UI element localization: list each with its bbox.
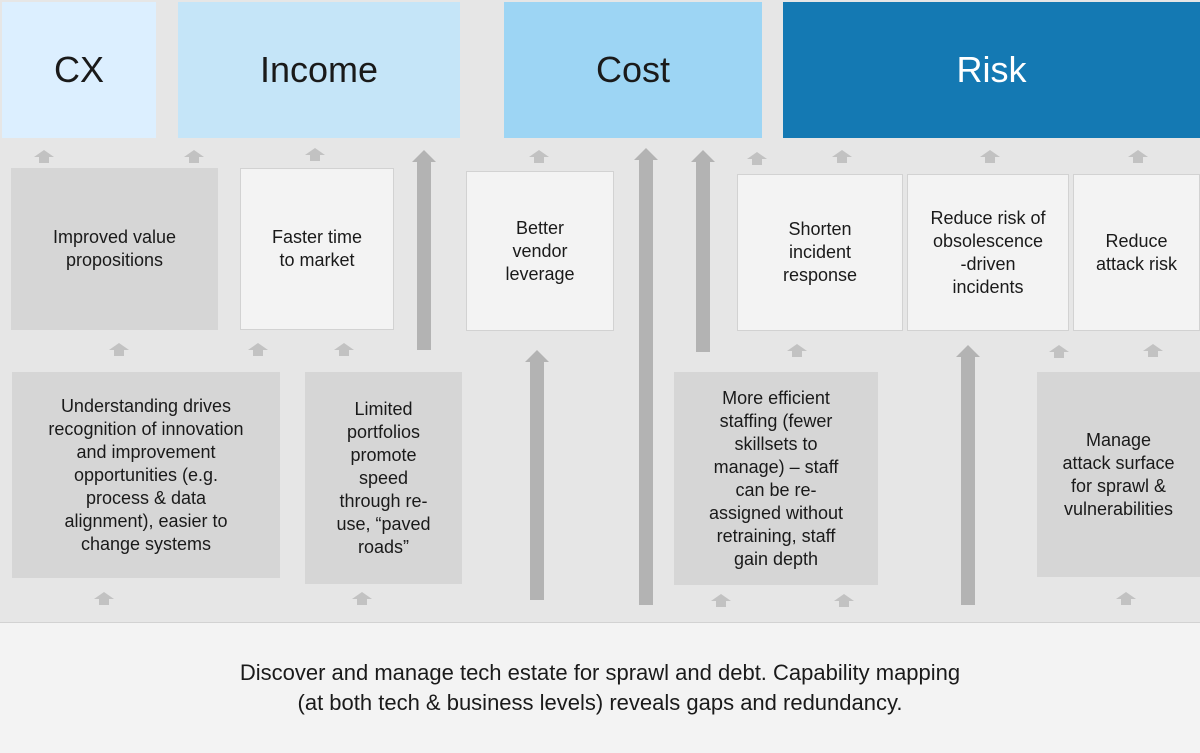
enabler-limited-portfolios-text: Limited portfolios promote speed through… <box>336 398 431 557</box>
enabler-limited-portfolios: Limited portfolios promote speed through… <box>305 372 462 584</box>
benefit-attack-risk: Reduce attack risk <box>1073 174 1200 331</box>
up-arrow-icon <box>830 150 854 164</box>
benefit-shorten-incident-text: Shorten incident response <box>782 219 858 285</box>
header-cx-label: CX <box>53 49 104 90</box>
up-arrow-icon <box>350 592 374 606</box>
up-arrow-icon <box>1047 345 1071 359</box>
benefit-faster-time: Faster time to market <box>240 168 394 330</box>
long-up-arrow-icon <box>634 148 658 605</box>
long-up-arrow-icon <box>956 345 980 605</box>
header-risk: Risk <box>783 2 1200 138</box>
header-cost-label: Cost <box>595 49 671 90</box>
up-arrow-icon <box>709 594 733 608</box>
enabler-understanding: Understanding drives recognition of inno… <box>12 372 280 578</box>
long-up-arrow-icon <box>691 150 715 352</box>
foundation-text: Discover and manage tech estate for spra… <box>239 660 961 715</box>
benefit-obsolescence: Reduce risk of obsolescence -driven inci… <box>907 174 1069 331</box>
enabler-attack-surface-text: Manage attack surface for sprawl & vulne… <box>1062 429 1175 519</box>
up-arrow-icon <box>1114 592 1138 606</box>
benefit-vendor-leverage-text: Better vendor leverage <box>505 217 575 284</box>
up-arrow-icon <box>978 150 1002 164</box>
benefit-faster-time-text: Faster time to market <box>271 227 363 270</box>
header-risk-label: Risk <box>956 49 1027 90</box>
up-arrow-icon <box>1126 150 1150 164</box>
enabler-efficient-staffing-text: More efficient staffing (fewer skillsets… <box>708 387 844 569</box>
long-up-arrow-icon <box>525 350 549 600</box>
enabler-attack-surface: Manage attack surface for sprawl & vulne… <box>1037 372 1200 577</box>
benefit-improved-value: Improved value propositions <box>11 168 218 330</box>
up-arrow-icon <box>1141 344 1165 358</box>
enabler-understanding-text: Understanding drives recognition of inno… <box>48 395 244 554</box>
header-cx: CX <box>2 2 156 138</box>
up-arrow-icon <box>107 343 131 357</box>
benefit-improved-value-text: Improved value propositions <box>52 227 177 270</box>
up-arrow-icon <box>303 148 327 162</box>
up-arrow-icon <box>92 592 116 606</box>
up-arrow-icon <box>785 344 809 358</box>
header-cost: Cost <box>504 2 762 138</box>
benefit-vendor-leverage: Better vendor leverage <box>466 171 614 331</box>
up-arrow-icon <box>32 150 56 164</box>
up-arrow-icon <box>246 343 270 357</box>
benefit-shorten-incident: Shorten incident response <box>737 174 903 331</box>
enabler-efficient-staffing: More efficient staffing (fewer skillsets… <box>674 372 878 585</box>
header-income-label: Income <box>259 49 379 90</box>
up-arrow-icon <box>527 150 551 164</box>
benefit-obsolescence-text: Reduce risk of obsolescence -driven inci… <box>930 207 1046 297</box>
benefit-attack-risk-text: Reduce attack risk <box>1095 230 1178 274</box>
foundation-box: Discover and manage tech estate for spra… <box>0 622 1200 753</box>
long-up-arrow-icon <box>412 150 436 350</box>
header-income: Income <box>178 2 460 138</box>
up-arrow-icon <box>745 152 769 166</box>
up-arrow-icon <box>332 343 356 357</box>
up-arrow-icon <box>832 594 856 608</box>
up-arrow-icon <box>182 150 206 164</box>
